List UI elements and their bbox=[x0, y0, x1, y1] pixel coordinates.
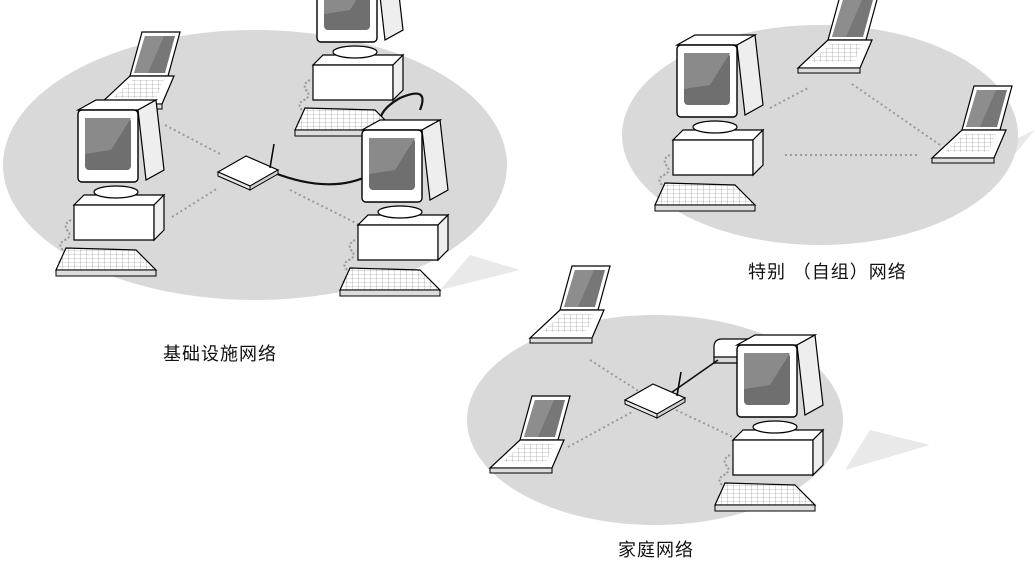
infrastructure-network-caption: 基础设施网络 bbox=[163, 344, 277, 365]
home-network-diagram bbox=[467, 265, 930, 525]
infrastructure-zone-shadow bbox=[440, 255, 520, 290]
adhoc-network-diagram bbox=[622, 0, 1035, 245]
infrastructure-network-diagram bbox=[3, 0, 520, 300]
adhoc-network-caption: 特别 （自组）网络 bbox=[748, 262, 907, 283]
home-network-caption: 家庭网络 bbox=[618, 540, 694, 561]
wireless-signal-waves bbox=[769, 83, 941, 156]
wireless-signal-waves bbox=[164, 124, 361, 226]
modem-cable bbox=[667, 359, 719, 396]
wireless-signal-waves bbox=[567, 359, 736, 448]
home-zone-shadow bbox=[845, 430, 930, 470]
